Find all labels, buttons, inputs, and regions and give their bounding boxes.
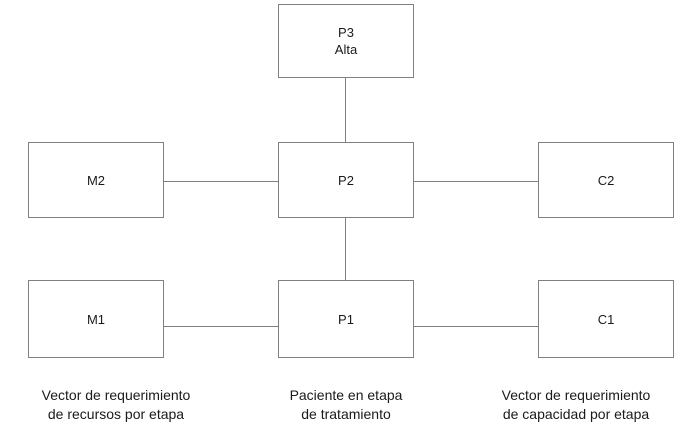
node-c2[interactable]: C2: [538, 142, 674, 218]
edge-m1-to-p1: [164, 326, 278, 327]
node-c2-label: C2: [597, 172, 615, 188]
node-p2-label: P2: [338, 172, 354, 188]
edge-p1-to-c1: [414, 326, 538, 327]
caption-right-line1: Vector de requerimiento: [501, 387, 651, 403]
node-p3[interactable]: P3 Alta: [278, 4, 414, 78]
node-p1[interactable]: P1: [278, 280, 414, 358]
caption-center: Paciente en etapa de tratamiento: [252, 386, 440, 424]
edge-p2-to-p1: [345, 218, 346, 280]
caption-right: Vector de requerimiento de capacidad por…: [460, 386, 692, 424]
node-c1[interactable]: C1: [538, 280, 674, 358]
caption-center-line1: Paciente en etapa: [289, 387, 403, 403]
caption-center-line2: de tratamiento: [301, 406, 391, 422]
caption-left: Vector de requerimiento de recursos por …: [0, 386, 232, 424]
node-m1[interactable]: M1: [28, 280, 164, 358]
node-c1-label: C1: [597, 311, 615, 327]
node-p2[interactable]: P2: [278, 142, 414, 218]
caption-left-line1: Vector de requerimiento: [41, 387, 191, 403]
caption-left-line2: de recursos por etapa: [47, 406, 185, 422]
edge-p2-to-c2: [414, 181, 538, 182]
edge-p3-to-p2: [345, 78, 346, 142]
node-m2[interactable]: M2: [28, 142, 164, 218]
node-p3-label: P3: [338, 25, 354, 40]
node-p1-label: P1: [338, 311, 354, 327]
caption-right-line2: de capacidad por etapa: [502, 406, 650, 422]
node-m1-label: M1: [86, 311, 106, 327]
node-p3-sublabel: Alta: [334, 42, 358, 57]
node-m2-label: M2: [86, 172, 106, 188]
edge-m2-to-p2: [164, 181, 278, 182]
